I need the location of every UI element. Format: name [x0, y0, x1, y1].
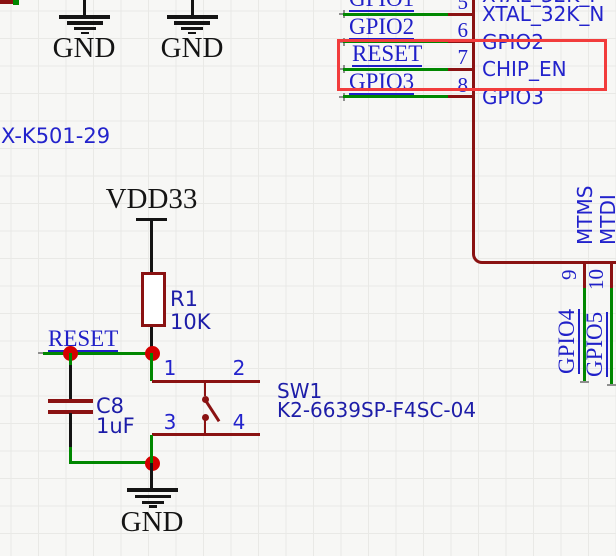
pin-number: 8 — [457, 72, 469, 97]
switch-pin-number: 4 — [232, 409, 246, 434]
net-label[interactable]: GPIO4 — [554, 308, 580, 374]
wire[interactable] — [150, 327, 153, 354]
pin-name: GPIO3 — [482, 84, 544, 109]
wire[interactable] — [343, 40, 448, 43]
gnd-bar-1 — [127, 488, 178, 492]
pin-stub[interactable] — [448, 67, 474, 71]
gnd-bar-4 — [188, 31, 196, 34]
wire[interactable] — [343, 12, 448, 16]
gnd-bar-2 — [66, 21, 103, 25]
gnd-label[interactable]: GND — [120, 506, 184, 538]
resistor-value[interactable]: 10K — [170, 310, 211, 334]
pin-number: 9 — [557, 269, 581, 281]
gnd-bar-1 — [59, 14, 110, 19]
wire-end-tick — [579, 381, 589, 383]
gnd-bar-2 — [134, 494, 171, 498]
switch-ref[interactable]: SW1 — [277, 379, 323, 403]
switch-post — [203, 381, 207, 396]
pin-name: XTAL_32K_N — [482, 2, 605, 26]
cap-plate-bottom — [48, 409, 93, 414]
pin-stub[interactable] — [609, 261, 613, 288]
pin-stub[interactable] — [448, 12, 474, 16]
wire[interactable] — [68, 447, 72, 464]
net-label[interactable]: GPIO5 — [582, 311, 608, 377]
switch-pin-number: 1 — [163, 356, 177, 380]
wire[interactable] — [582, 288, 586, 382]
pin-name: CHIP_EN — [482, 57, 567, 81]
pin-stub[interactable] — [448, 95, 474, 98]
wire[interactable] — [68, 365, 72, 400]
pin-name-clipped: XTAL_32K_P — [482, 0, 601, 5]
pin-number: 6 — [457, 17, 469, 42]
vdd-bar — [136, 217, 167, 221]
capacitor-ref[interactable]: C8 — [96, 394, 125, 418]
pin-number: 10 — [584, 269, 608, 290]
pin-stub[interactable] — [448, 40, 474, 43]
gnd-stub — [83, 0, 86, 15]
wire[interactable] — [150, 221, 153, 273]
part-annotation-text[interactable]: X-K501-29 — [1, 124, 111, 148]
pin-number: 7 — [457, 45, 469, 69]
pin-name: GPIO2 — [482, 29, 544, 54]
wire[interactable] — [68, 413, 72, 449]
resistor-ref[interactable]: R1 — [170, 287, 198, 311]
switch-value[interactable]: K2-6639SP-F4SC-04 — [277, 398, 477, 422]
wire[interactable] — [68, 353, 72, 367]
clipped-wire-end[interactable] — [13, 0, 19, 5]
selection-highlight-box — [337, 38, 607, 91]
switch-contact-line-bottom[interactable] — [152, 432, 260, 436]
gnd-stub — [150, 463, 153, 489]
wire[interactable] — [150, 353, 153, 381]
gnd-bar-3 — [181, 27, 203, 30]
net-label-reset[interactable]: RESET — [48, 326, 119, 352]
pin-number: 5 — [457, 0, 469, 14]
net-label[interactable]: RESET — [352, 41, 423, 67]
clipped-pin-stub[interactable] — [0, 0, 14, 4]
net-label[interactable]: GPIO3 — [349, 68, 415, 95]
gnd-label[interactable]: GND — [52, 32, 116, 64]
pin-name: MTMS — [573, 185, 597, 245]
switch-post — [203, 419, 207, 434]
gnd-bar-1 — [166, 14, 218, 19]
gnd-stub — [190, 0, 194, 15]
wire-end-tick — [606, 384, 616, 386]
switch-pin-number: 2 — [232, 356, 246, 380]
switch-contact-dot — [201, 413, 209, 421]
net-label[interactable]: GPIO1 — [349, 0, 415, 12]
switch-pin-number: 3 — [163, 409, 177, 434]
gnd-bar-4 — [80, 31, 89, 34]
cap-plate-top — [48, 399, 93, 403]
gnd-bar-3 — [73, 27, 96, 30]
gnd-bar-4 — [148, 505, 157, 508]
gnd-bar-3 — [141, 500, 164, 504]
wire[interactable] — [68, 461, 154, 464]
resistor-body[interactable] — [141, 272, 166, 327]
wire[interactable] — [150, 435, 153, 463]
ic-body-outline[interactable] — [471, 0, 616, 264]
pin-stub[interactable] — [582, 261, 586, 288]
capacitor-value[interactable]: 1uF — [96, 414, 135, 438]
gnd-label[interactable]: GND — [160, 32, 224, 64]
wire[interactable] — [609, 288, 613, 385]
net-label[interactable]: GPIO2 — [349, 13, 415, 40]
pin-name: MTDI — [596, 194, 616, 245]
gnd-bar-2 — [174, 21, 210, 25]
wire[interactable] — [343, 95, 448, 98]
wire[interactable] — [43, 351, 154, 355]
vdd-label[interactable]: VDD33 — [105, 183, 198, 215]
wire[interactable] — [343, 67, 448, 71]
